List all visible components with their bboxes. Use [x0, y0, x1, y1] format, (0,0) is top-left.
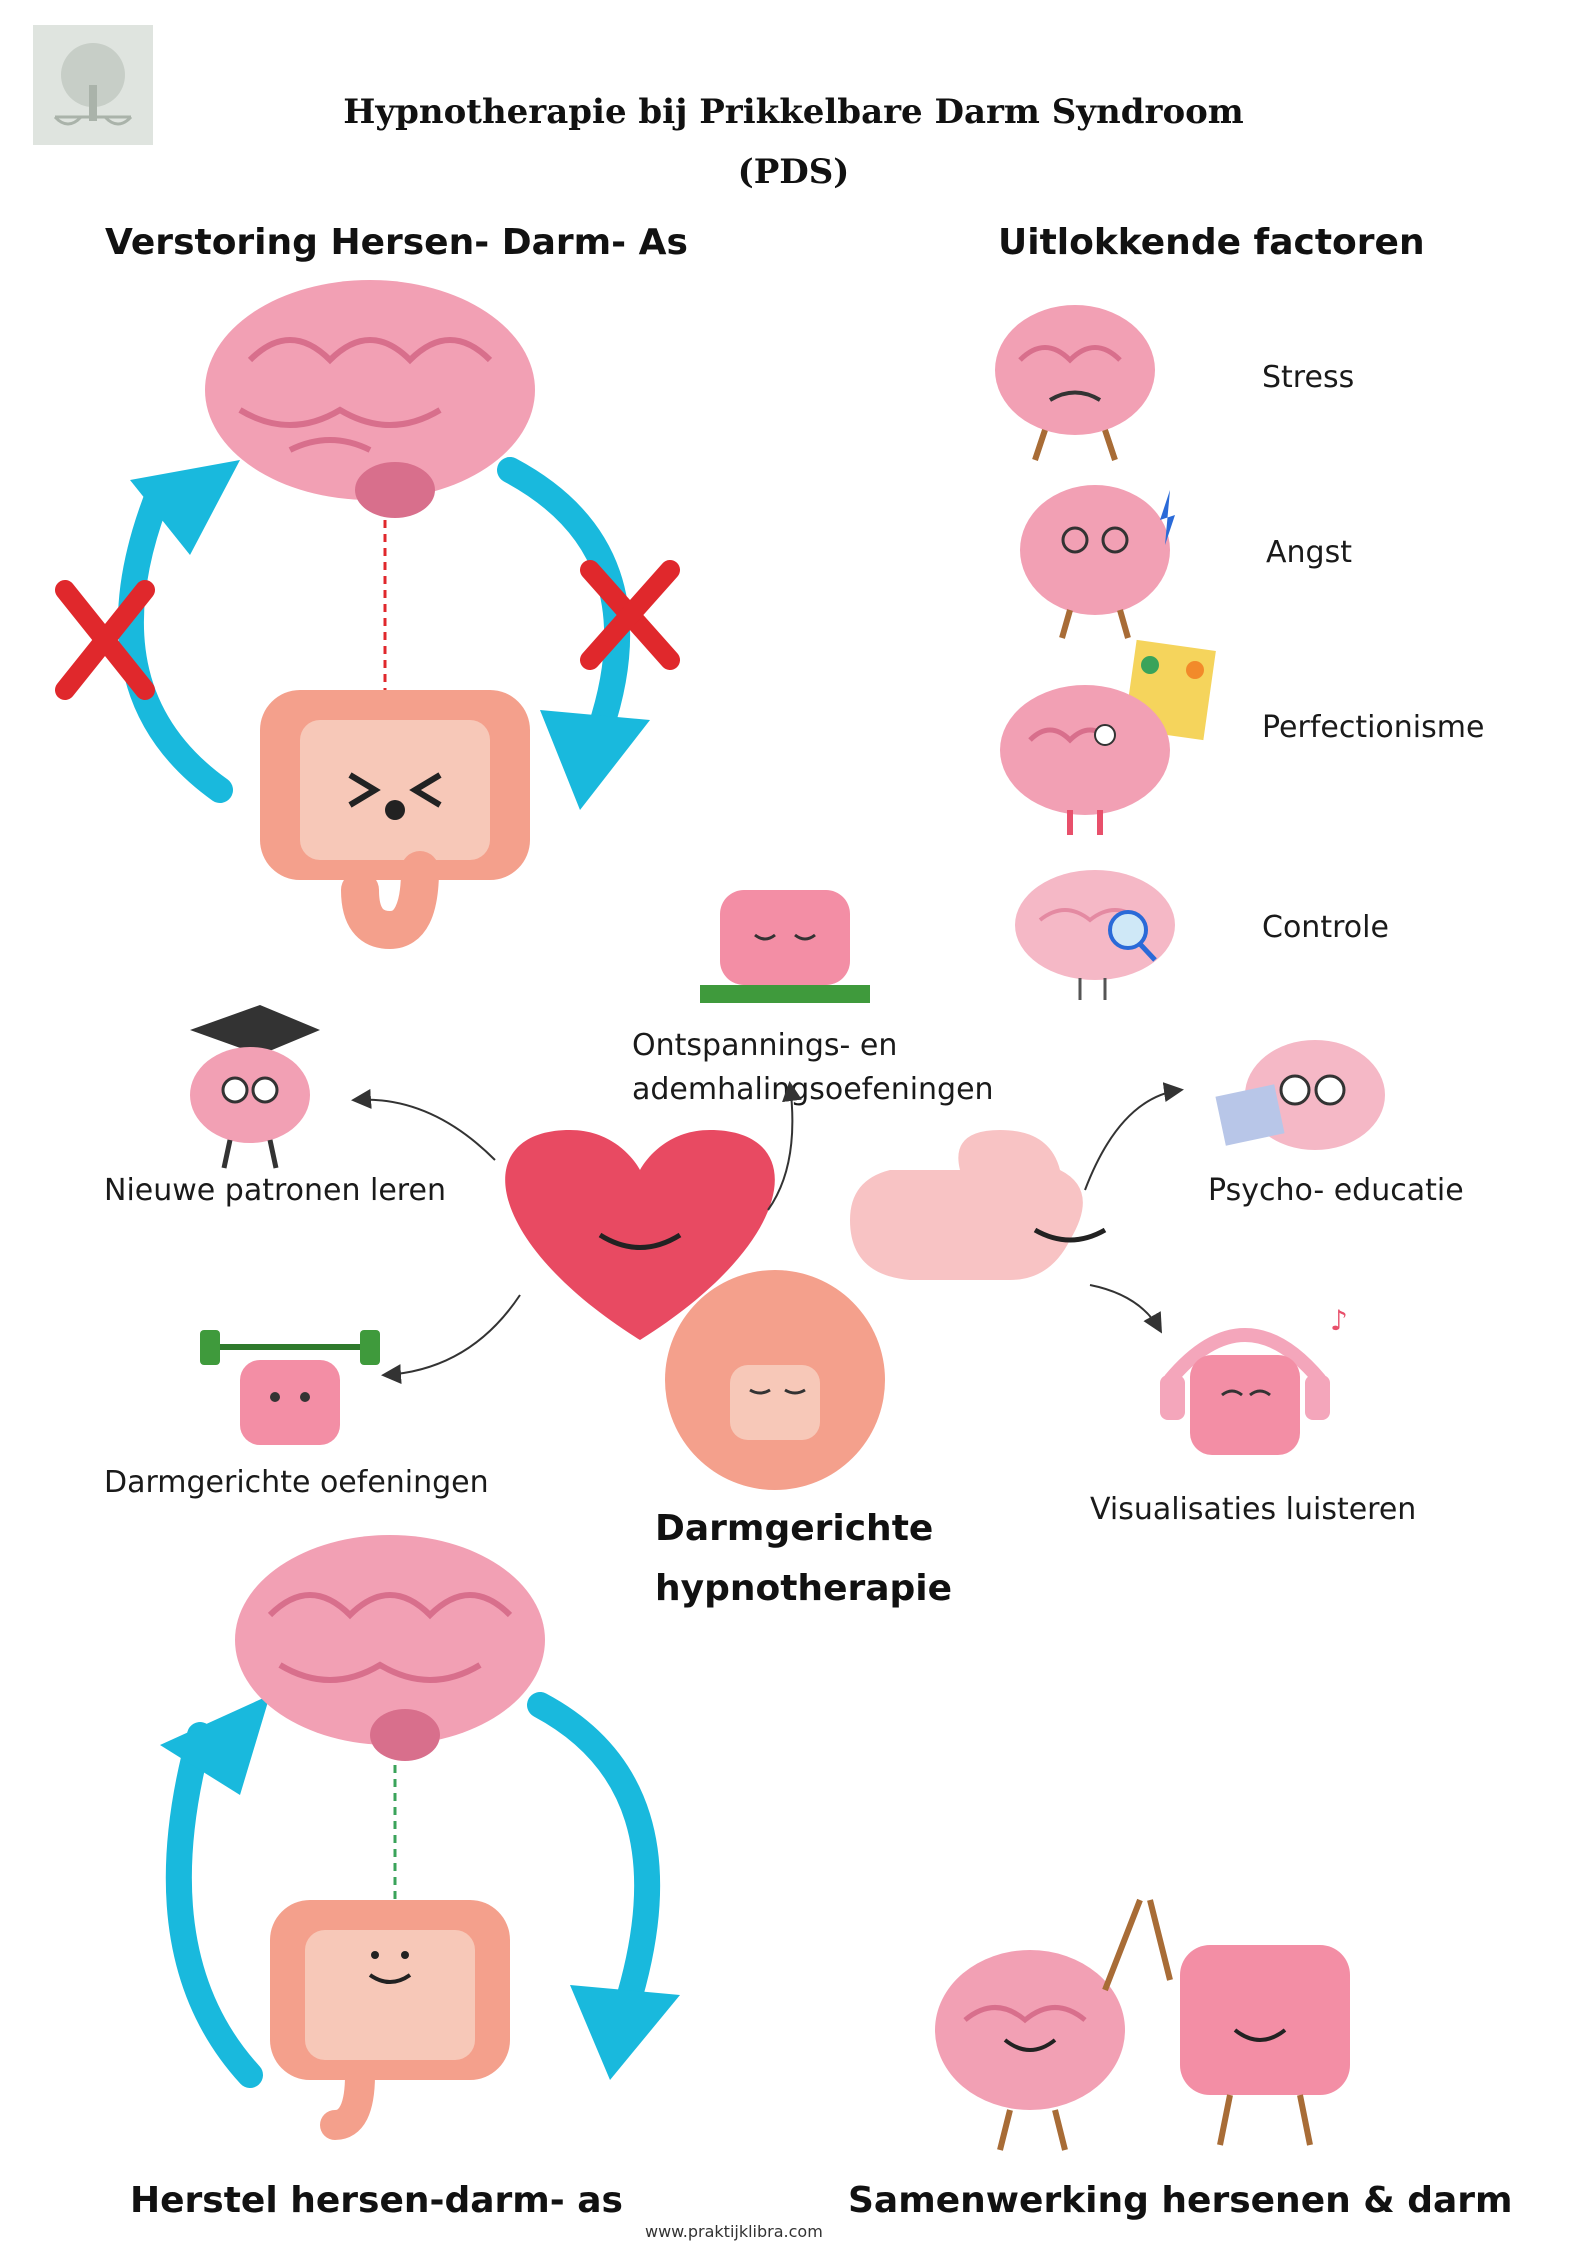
reading-brain-icon — [1215, 1040, 1385, 1150]
happy-gut-icon — [270, 1900, 510, 2140]
brain-gut-high-five-icon — [935, 1898, 1350, 2151]
cross-right-icon — [580, 560, 680, 670]
trigger-brain-anxiety-icon — [1020, 485, 1175, 639]
trigger-brain-stress-icon — [995, 305, 1155, 461]
brain-icon — [235, 1535, 545, 1761]
headphones-gut-icon: ♪ — [1160, 1304, 1348, 1455]
cross-left-icon — [55, 580, 155, 700]
brain-icon — [205, 280, 535, 518]
trigger-brain-control-icon — [1015, 870, 1175, 1000]
trigger-brain-perfectionism-icon — [1000, 639, 1216, 835]
arrow-up-icon — [130, 460, 240, 555]
meditating-trio-icon — [505, 1130, 1107, 1490]
disrupted-axis-illustration — [55, 280, 680, 950]
technique-label-relax-2: ademhalingsoefeningen — [632, 1072, 994, 1107]
arrow-up-icon — [160, 1695, 270, 1795]
trigger-label: Perfectionisme — [1262, 710, 1485, 745]
music-note-icon: ♪ — [1330, 1304, 1348, 1337]
heading-triggers: Uitlokkende factoren — [998, 222, 1425, 263]
trigger-label: Angst — [1266, 535, 1352, 570]
technique-label-psycho: Psycho- educatie — [1208, 1173, 1464, 1208]
technique-label-visualisations: Visualisaties luisteren — [1090, 1492, 1417, 1527]
technique-label-new-patterns: Nieuwe patronen leren — [104, 1173, 446, 1208]
heading-center-2: hypnotherapie — [655, 1568, 953, 1609]
arrow-down-icon — [540, 710, 650, 810]
heart-icon — [505, 1130, 775, 1340]
page-subtitle: (PDS) — [737, 152, 850, 192]
trigger-label: Controle — [1262, 910, 1389, 945]
heading-disruption: Verstoring Hersen- Darm- As — [105, 222, 688, 263]
graduate-brain-icon — [190, 1005, 320, 1169]
meditating-gut-mat-icon — [700, 890, 870, 1003]
footer-url[interactable]: www.praktijklibra.com — [645, 2222, 823, 2241]
tree-scale-logo-icon — [53, 43, 133, 126]
arrow-down-icon — [570, 1985, 680, 2080]
heading-center-1: Darmgerichte — [655, 1508, 934, 1549]
trigger-label: Stress — [1262, 360, 1355, 395]
stressed-gut-icon — [260, 690, 530, 950]
logo — [33, 25, 153, 145]
heading-recovery: Herstel hersen-darm- as — [130, 2180, 623, 2221]
page-title: Hypnotherapie bij Prikkelbare Darm Syndr… — [343, 92, 1244, 132]
restored-axis-illustration — [160, 1535, 680, 2140]
technique-label-relax: Ontspannings- en — [632, 1028, 898, 1063]
heading-cooperation: Samenwerking hersenen & darm — [848, 2180, 1513, 2221]
weightlifting-gut-icon — [200, 1330, 380, 1445]
technique-label-gut-exercises: Darmgerichte oefeningen — [104, 1465, 489, 1500]
